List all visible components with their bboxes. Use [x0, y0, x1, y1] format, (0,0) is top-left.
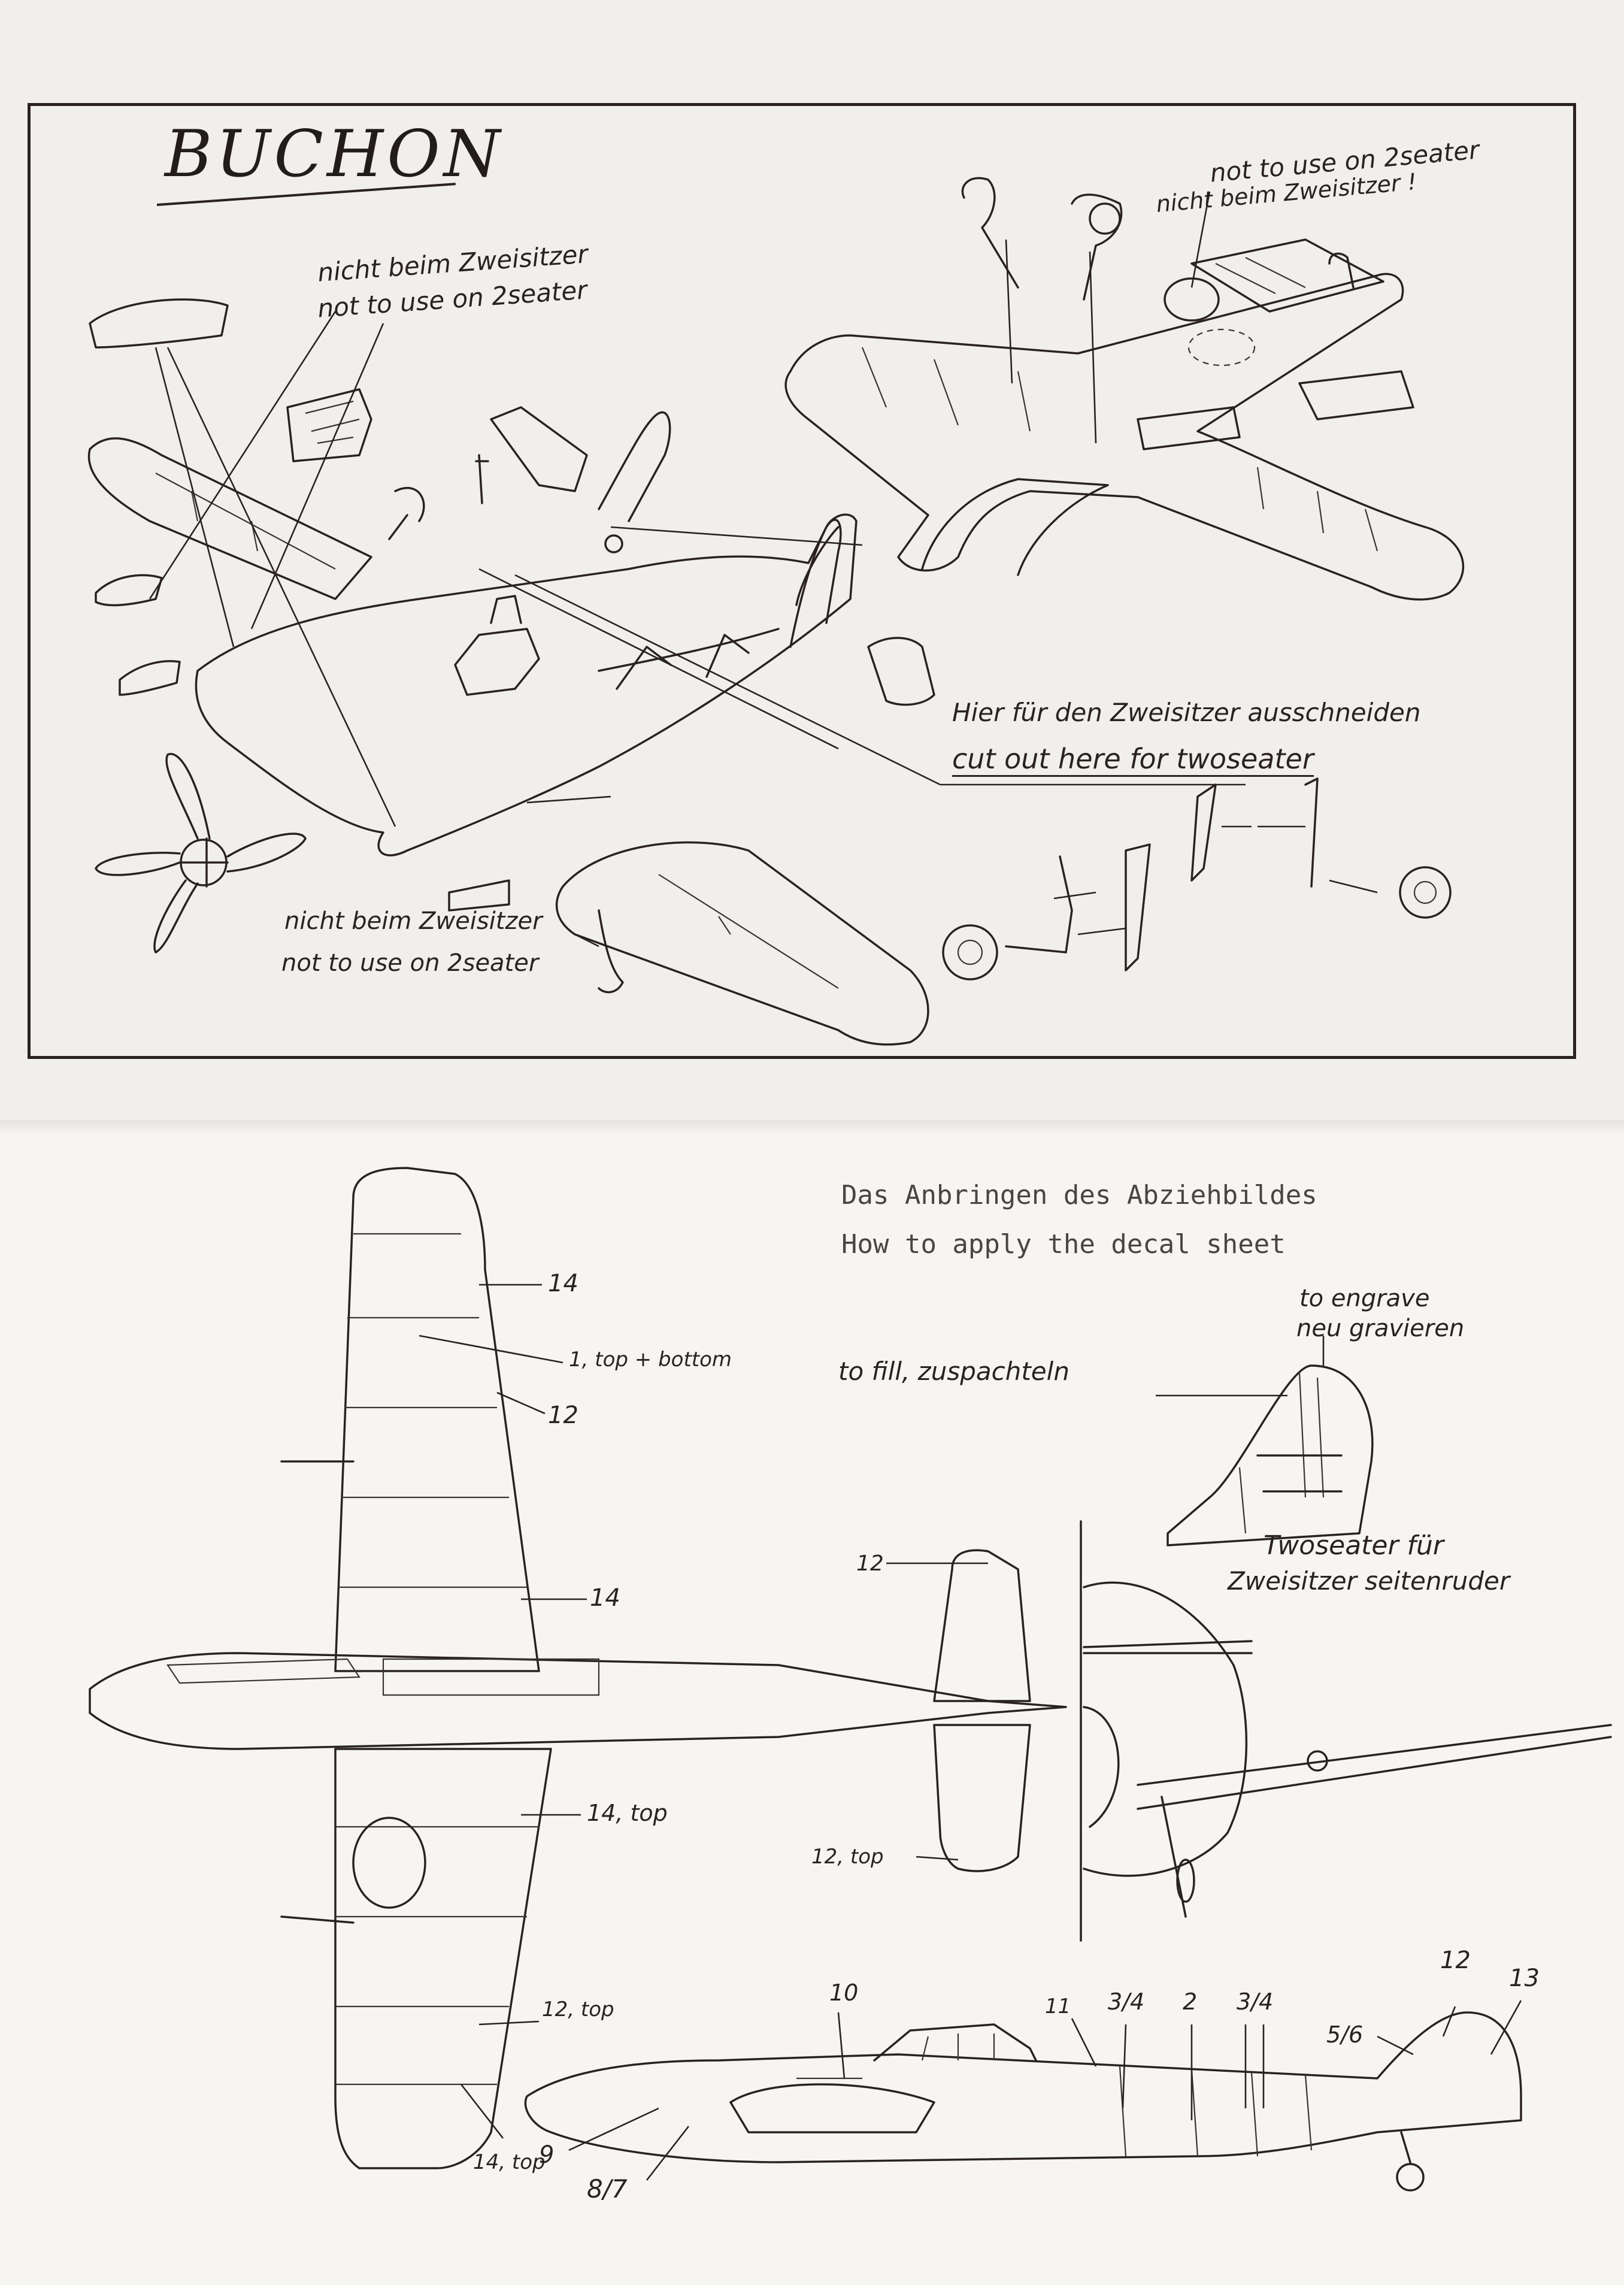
callout-side-87: 8/7 — [587, 2174, 628, 2204]
callout-wing-12: 12 — [548, 1402, 578, 1429]
exploded-fuselage-drawing — [87, 298, 935, 1046]
callout-side-9: 9 — [539, 2141, 555, 2169]
callout-side-11: 11 — [1045, 1995, 1071, 2018]
rudder-note-engrave-en: to engrave — [1299, 1285, 1430, 1312]
callout-side-13: 13 — [1509, 1965, 1540, 1992]
assembly-frame — [28, 103, 1576, 1059]
callout-wing-12top: 12, top — [542, 1998, 614, 2021]
callout-side-56: 5/6 — [1326, 2021, 1364, 2048]
callout-wing-14b: 14 — [590, 1584, 620, 1612]
decal-heading-de: Das Anbringen des Abziehbildes — [841, 1180, 1317, 1210]
decal-heading-en: How to apply the decal sheet — [841, 1229, 1286, 1260]
front-view-drawing — [1080, 1520, 1612, 1942]
callout-side-10: 10 — [829, 1980, 859, 2006]
callout-side-12: 12 — [1440, 1947, 1471, 1974]
note-bottom-left-de: nicht beim Zweisitzer — [284, 907, 543, 935]
callout-side-34b: 3/4 — [1237, 1989, 1274, 2015]
rudder-caption-1: Twoseater für — [1264, 1530, 1444, 1561]
planform-drawing — [89, 1167, 1067, 2169]
callout-tail-12top: 12, top — [811, 1845, 884, 1869]
landing-gear-drawing — [942, 777, 1452, 980]
rudder-note-fill: to fill, zuspachteln — [838, 1357, 1069, 1386]
callout-tail-12: 12 — [856, 1551, 884, 1576]
note-cut-de: Hier für den Zweisitzer ausschneiden — [952, 698, 1421, 727]
note-cut-en: cut out here for twoseater — [952, 743, 1314, 777]
callout-wing-14a: 14 — [548, 1270, 578, 1297]
rudder-note-engrave-de: neu gravieren — [1296, 1315, 1465, 1342]
assembly-leader-lines — [149, 191, 1246, 948]
callout-wing-14top-b: 14, top — [473, 2150, 546, 2174]
rudder-detail-drawing — [1167, 1364, 1374, 1546]
side-profile-drawing — [524, 2011, 1522, 2192]
decal-leader-lines — [419, 1284, 1522, 2181]
note-bottom-left-en: not to use on 2seater — [281, 949, 539, 977]
callout-wing-1: 1, top + bottom — [569, 1348, 732, 1372]
propeller-drawing — [95, 753, 307, 954]
fold-line — [0, 1120, 1624, 1133]
callout-wing-14top: 14, top — [587, 1800, 668, 1826]
exploded-topview-drawing — [784, 177, 1465, 601]
sheet-title: BUCHON — [165, 117, 504, 192]
callout-side-34a: 3/4 — [1108, 1989, 1145, 2015]
callout-side-2: 2 — [1183, 1989, 1198, 2015]
rudder-caption-2: Zweisitzer seitenruder — [1228, 1566, 1510, 1596]
lower-sheet — [0, 1133, 1624, 2285]
